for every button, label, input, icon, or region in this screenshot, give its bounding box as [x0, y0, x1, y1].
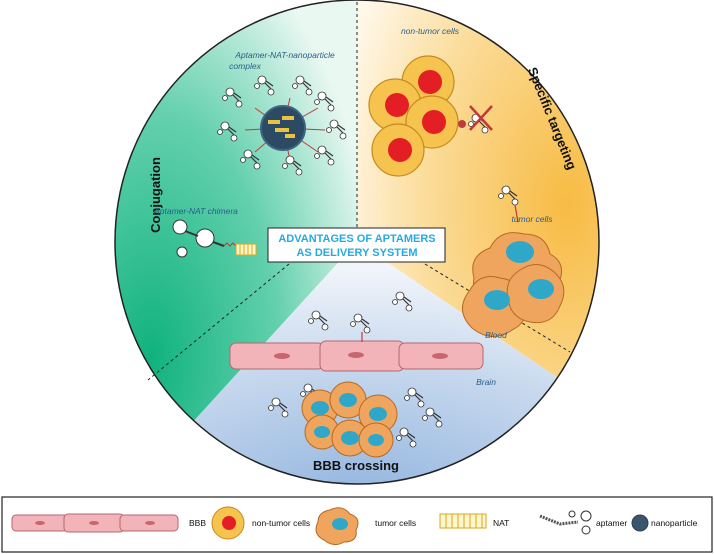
- nat-icon: [235, 243, 257, 256]
- bbb-crossing-title: BBB crossing: [313, 458, 399, 473]
- nat-strands: [268, 116, 295, 138]
- legend-nanoparticle-icon: [631, 514, 649, 532]
- non-tumor-cells: [368, 55, 459, 177]
- legend-aptamer-icon: [539, 510, 592, 535]
- complex-label-line1: Aptamer-NAT-nanoparticle: [234, 50, 335, 60]
- brain-label: Brain: [476, 377, 496, 387]
- tumor-label: tumor cells: [511, 214, 553, 224]
- non-tumor-label: non-tumor cells: [401, 26, 460, 36]
- complex-label-line2: complex: [229, 61, 261, 71]
- blood-label: Blood: [485, 330, 507, 340]
- targeting-aptamer: [497, 185, 519, 223]
- aptamer-nat-nanoparticle-complex: [216, 75, 347, 176]
- legend-tumor-label: tumor cells: [375, 518, 416, 528]
- divider-left: [147, 263, 290, 381]
- conjugation-title: Conjugation: [148, 157, 163, 233]
- chimera-label: Aptamer-NAT chimera: [153, 206, 238, 216]
- center-box-line1: ADVANTAGES OF APTAMERS: [278, 233, 435, 245]
- blocked-aptamer: [458, 105, 493, 134]
- legend-aptamer-label: aptamer: [596, 518, 627, 528]
- bbb-aptamers: [267, 291, 443, 428]
- center-box-line2: AS DELIVERY SYSTEM: [296, 247, 417, 259]
- legend-bbb-icon: [11, 513, 179, 533]
- legend-tumor-icon: [315, 507, 359, 546]
- legend-nat-label: NAT: [493, 518, 509, 528]
- legend-non-tumor-label: non-tumor cells: [252, 518, 310, 528]
- tumor-cells: [462, 232, 565, 337]
- legend-bbb-label: BBB: [189, 518, 206, 528]
- legend-nat-icon: [439, 513, 487, 529]
- brain-tumor-cells: [301, 381, 417, 458]
- diagram-circle: [114, 0, 600, 485]
- legend-nanoparticle-label: nanoparticle: [651, 518, 698, 528]
- blood-vessel: [229, 340, 484, 372]
- center-box: [267, 227, 446, 263]
- legend-non-tumor-icon: [211, 506, 245, 540]
- aptamer-nat-chimera: [172, 219, 257, 258]
